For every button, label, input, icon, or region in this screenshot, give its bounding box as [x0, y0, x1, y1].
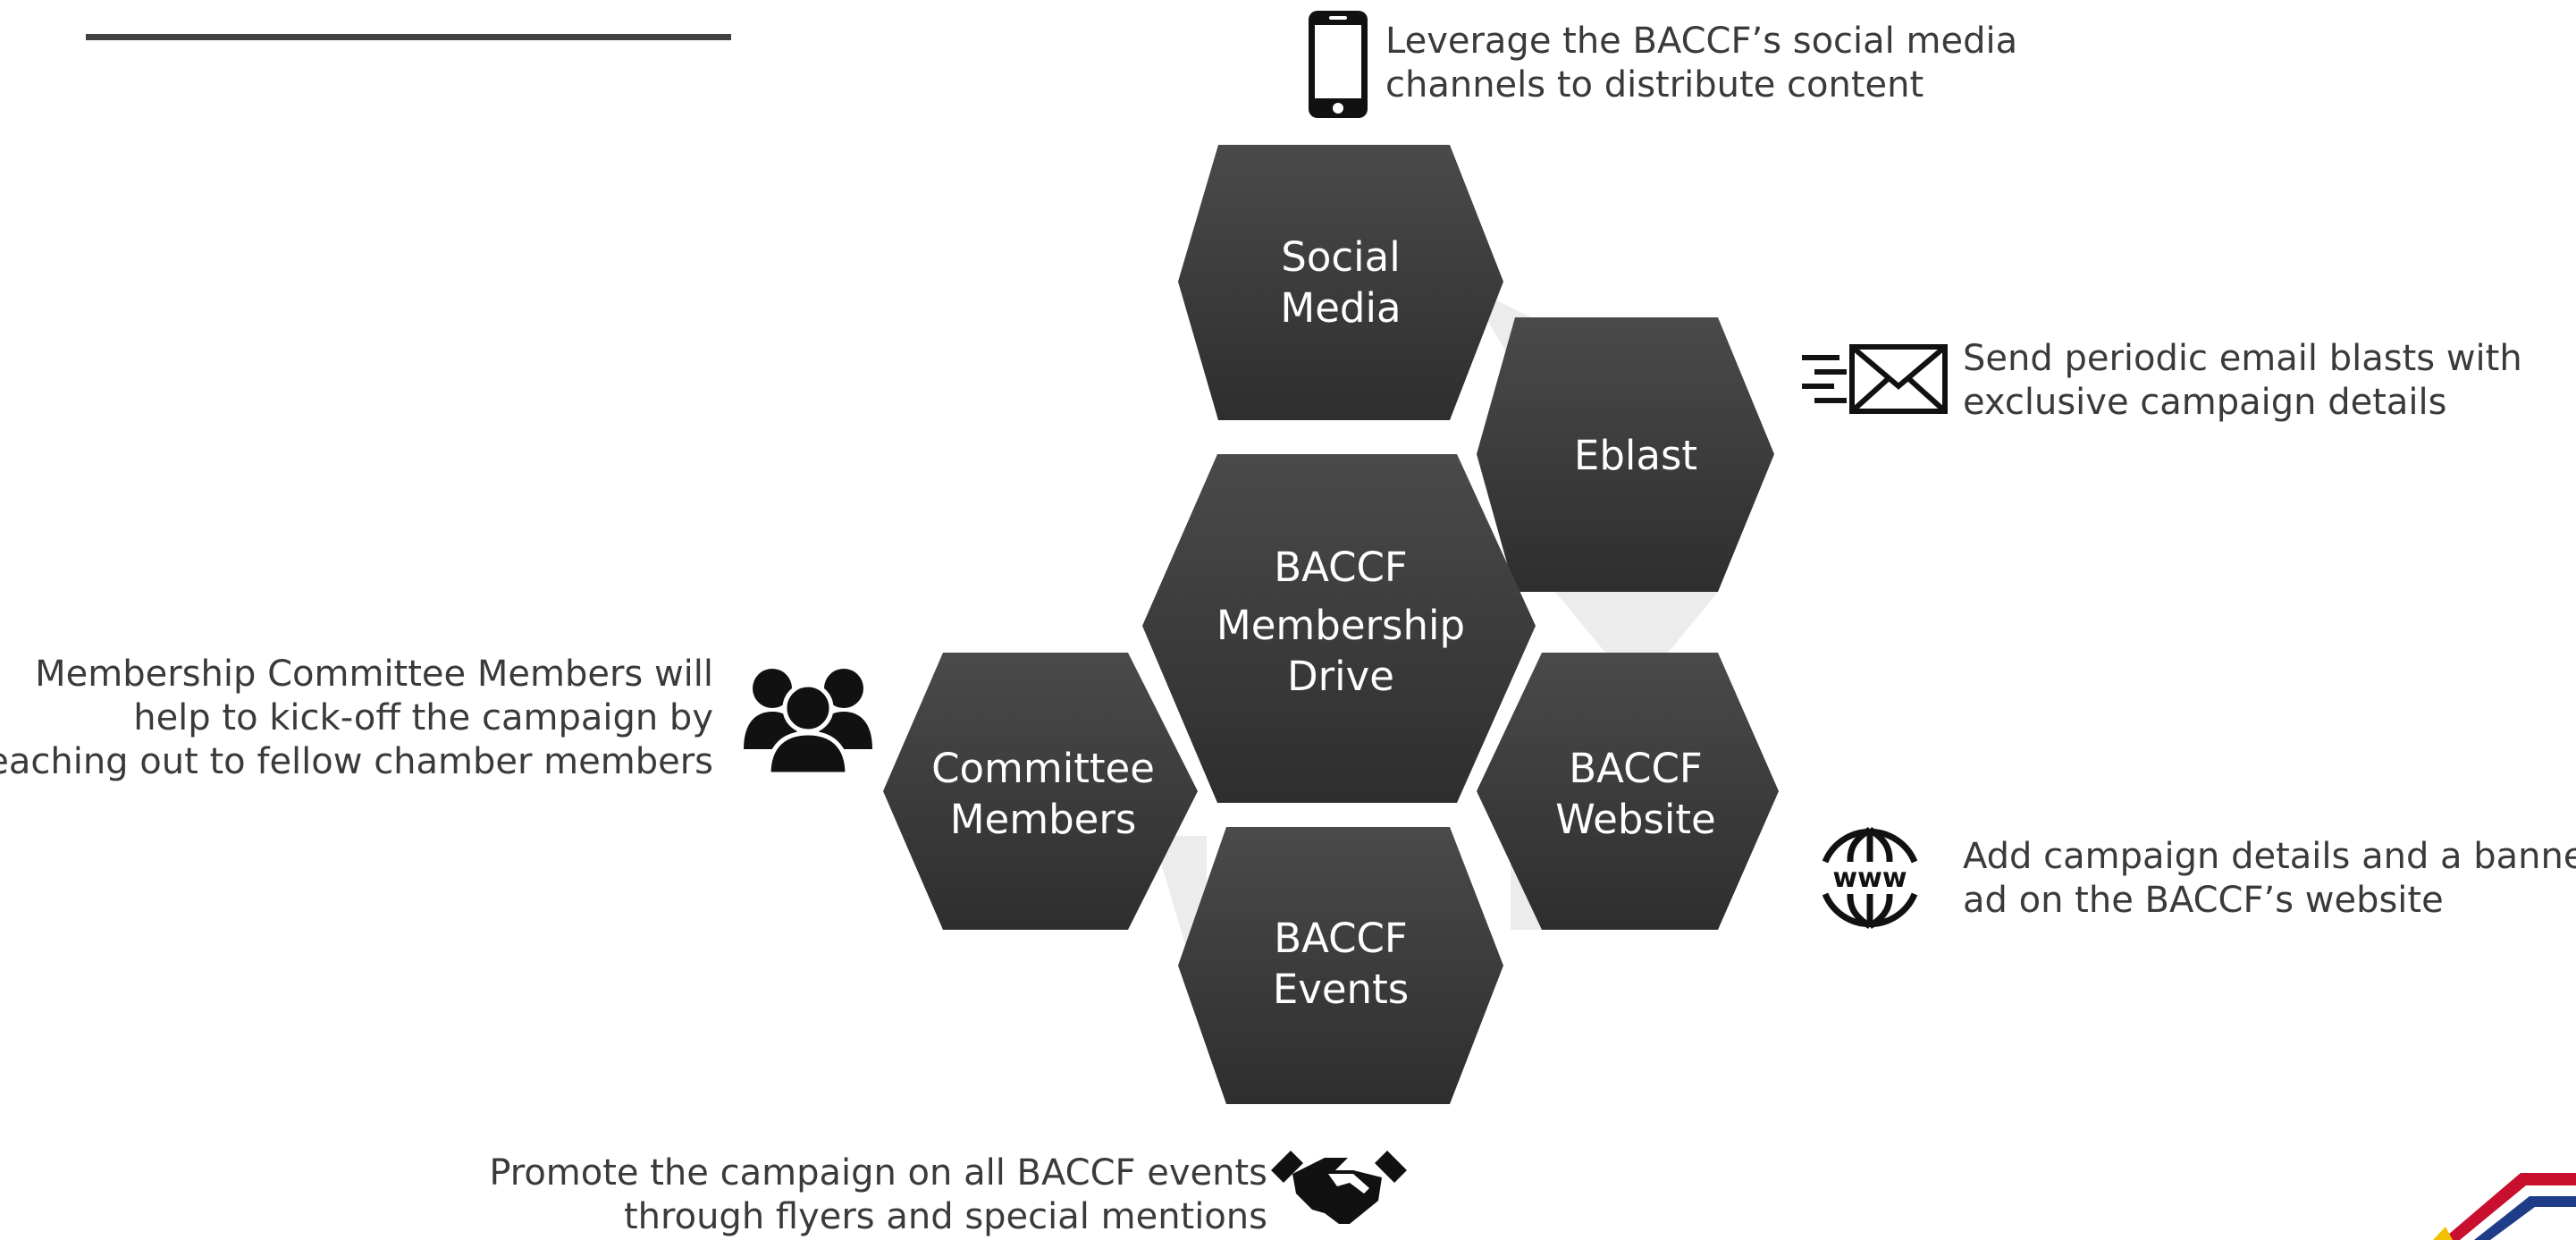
smartphone-icon [1307, 9, 1369, 120]
hexagon-label: Committee [931, 745, 1155, 792]
hexagon-label: Events [1273, 966, 1409, 1013]
hexagon-baccf-events: BACCF Events [1178, 827, 1503, 1104]
hexagon-label: Media [1280, 284, 1401, 332]
hexagon-committee-members: Committee Members [883, 653, 1198, 930]
description-line: Send periodic email blasts with [1963, 338, 2522, 379]
description-line: Leverage the BACCF’s social media [1385, 21, 2018, 62]
people-group-icon [742, 663, 874, 777]
hexagon-label: BACCF [1569, 745, 1703, 792]
hexagon-label: Drive [1287, 653, 1394, 700]
hexagon-membership-drive: BACCF Membership Drive [1142, 454, 1536, 803]
email-icon [1798, 342, 1950, 418]
description-line: Add campaign details and a banner [1963, 836, 2576, 877]
description-events: Promote the campaign on all BACCF events… [489, 1151, 1267, 1239]
description-line: help to kick-off the campaign by [133, 696, 713, 738]
hexagon-shape [1142, 454, 1536, 803]
hexagon-shape [1477, 317, 1774, 592]
svg-text:Website: Website [1555, 796, 1715, 843]
hexagon-baccf-website: BACCF Website [1477, 653, 1779, 930]
description-line: ad on the BACCF’s website [1963, 879, 2444, 921]
hexagon-eblast: Eblast [1477, 317, 1774, 592]
hexagon-shape [1178, 827, 1503, 1104]
svg-text:BACCF: BACCF [1274, 544, 1408, 591]
hexagon-label: Social [1281, 233, 1400, 281]
hexagon-label: BACCF [1274, 915, 1408, 962]
description-line: reaching out to fellow chamber members [0, 740, 713, 782]
description-eblast: Send periodic email blasts with exclusiv… [1963, 337, 2522, 425]
hexagon-shape [883, 653, 1198, 930]
svg-text:BACCF: BACCF [1274, 915, 1408, 962]
description-website: Add campaign details and a banner ad on … [1963, 835, 2576, 923]
svg-text:Membership: Membership [1216, 602, 1465, 649]
description-line: through flyers and special mentions [624, 1195, 1267, 1237]
header-rule [86, 34, 731, 40]
svg-text:Social: Social [1281, 233, 1400, 281]
description-committee: Membership Committee Members will help t… [0, 653, 713, 783]
svg-text:Events: Events [1273, 966, 1409, 1013]
svg-text:Committee: Committee [931, 745, 1155, 792]
connector-eblast-website [1555, 592, 1718, 657]
hexagon-label: Members [950, 796, 1137, 843]
svg-text:Eblast: Eblast [1574, 432, 1697, 479]
hexagon-shape [1178, 145, 1503, 420]
hexagon-label: Website [1555, 796, 1715, 843]
logo-arc-core [2490, 1207, 2576, 1240]
hexagon-label: BACCF [1274, 544, 1408, 591]
description-line: Promote the campaign on all BACCF events [489, 1152, 1267, 1194]
svg-text:BACCF: BACCF [1569, 745, 1703, 792]
logo-fragment [2433, 1173, 2576, 1240]
description-line: Membership Committee Members will [35, 654, 713, 695]
hexagon-label: Eblast [1574, 432, 1697, 479]
svg-text:Media: Media [1280, 284, 1401, 332]
hexagon-label: Membership [1216, 602, 1465, 649]
svg-text:Members: Members [950, 796, 1137, 843]
description-line: exclusive campaign details [1963, 381, 2447, 423]
www-globe-icon: www [1814, 822, 1925, 933]
handshake-icon [1271, 1147, 1407, 1236]
hexagon-social-media: Social Media [1178, 145, 1503, 420]
svg-text:www: www [1832, 863, 1907, 894]
logo-yellow-accent [2433, 1227, 2453, 1240]
description-social-media: Leverage the BACCF’s social media channe… [1385, 20, 2017, 107]
description-line: channels to distribute content [1385, 63, 1924, 105]
hexagon-shape [1477, 653, 1779, 930]
svg-text:Drive: Drive [1287, 653, 1394, 700]
